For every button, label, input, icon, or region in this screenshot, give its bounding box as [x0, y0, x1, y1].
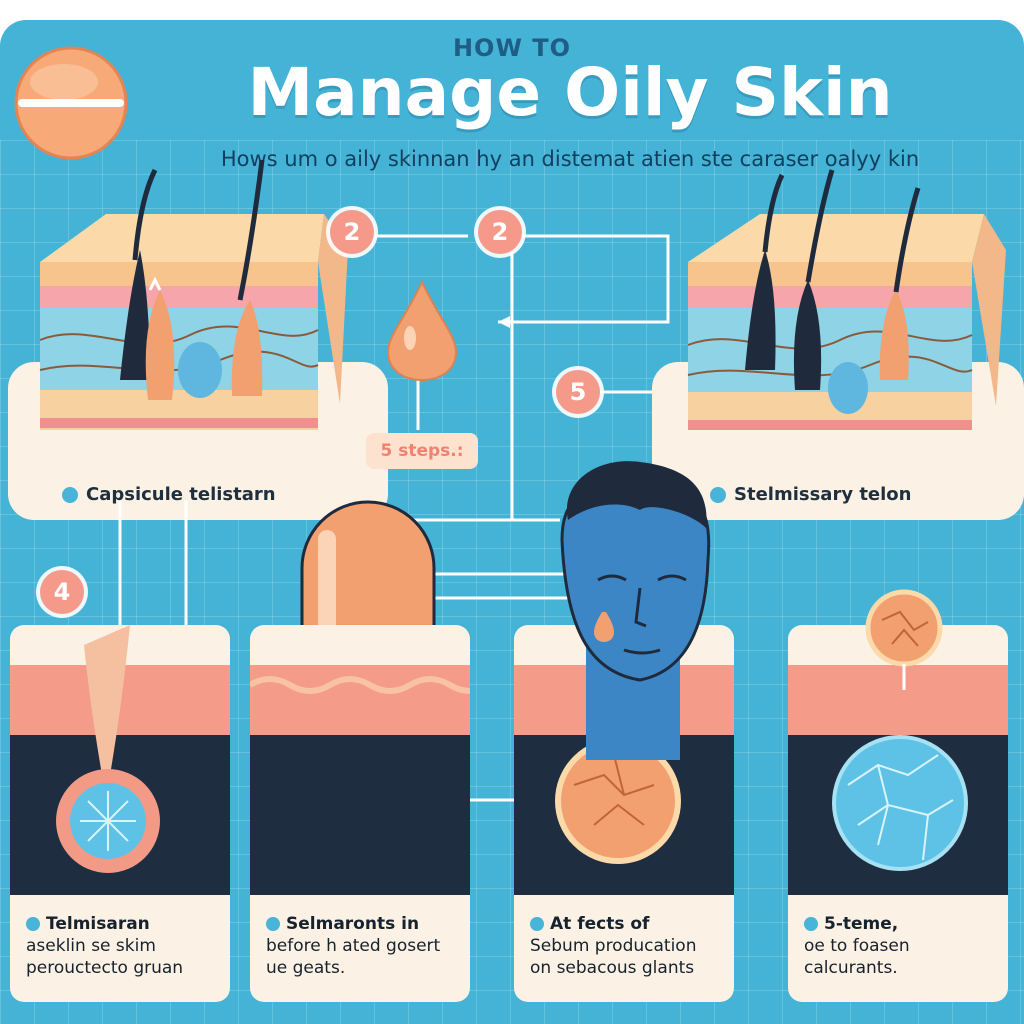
- card-3-line-1: At fects of: [530, 913, 726, 935]
- card-2-line-2: before h ated gosert: [266, 936, 441, 956]
- skin-block-left-label: Capsicule telistarn: [62, 484, 276, 505]
- label-dot-icon: [62, 486, 78, 503]
- card-2-line-1: Selmaronts in: [266, 913, 462, 935]
- card-1-line-2: aseklin se skim: [26, 936, 156, 956]
- steps-tag: 5 steps.:: [366, 433, 478, 469]
- step-badge-middle: 2: [478, 210, 522, 254]
- card-4-line-1: 5-teme,: [804, 913, 1000, 935]
- follicle-illustration: [10, 625, 230, 895]
- step-card-2: Selmaronts in before h ated gosert ue ge…: [250, 625, 470, 1002]
- pore-illustration: [788, 665, 1008, 895]
- header-kicker: HOW TO: [452, 34, 572, 62]
- card-1-line-3: perouctecto gruan: [26, 958, 184, 978]
- skin-block-right-label: Stelmissary telon: [710, 484, 912, 505]
- page-title: Manage Oily Skin: [247, 54, 893, 131]
- skin-block-right-text: Stelmissary telon: [734, 484, 912, 505]
- pill-logo-icon: [14, 46, 128, 160]
- step-card-4: 5-teme, oe to foasen calcurants.: [788, 625, 1008, 1002]
- step-card-1: Telmisaran aseklin se skim perouctecto g…: [10, 625, 230, 1002]
- step-badge-four: 4: [40, 570, 84, 614]
- card-4-line-3: calcurants.: [804, 958, 898, 978]
- step-badge-right: 5: [556, 370, 600, 414]
- card-1-line-1: Telmisaran: [26, 913, 222, 935]
- page-subtitle: Hows um o aily skinnan hy an distemat at…: [220, 147, 920, 171]
- card-3-line-2: Sebum producation: [530, 936, 697, 956]
- skin-block-left-text: Capsicule telistarn: [86, 484, 276, 505]
- step-badge-left: 2: [330, 210, 374, 254]
- skin-layers-illustration: [250, 665, 470, 895]
- card-3-line-3: on sebacous glants: [530, 958, 695, 978]
- card-2-line-3: ue geats.: [266, 958, 346, 978]
- card-4-line-2: oe to foasen: [804, 936, 910, 956]
- label-dot-icon: [710, 486, 726, 503]
